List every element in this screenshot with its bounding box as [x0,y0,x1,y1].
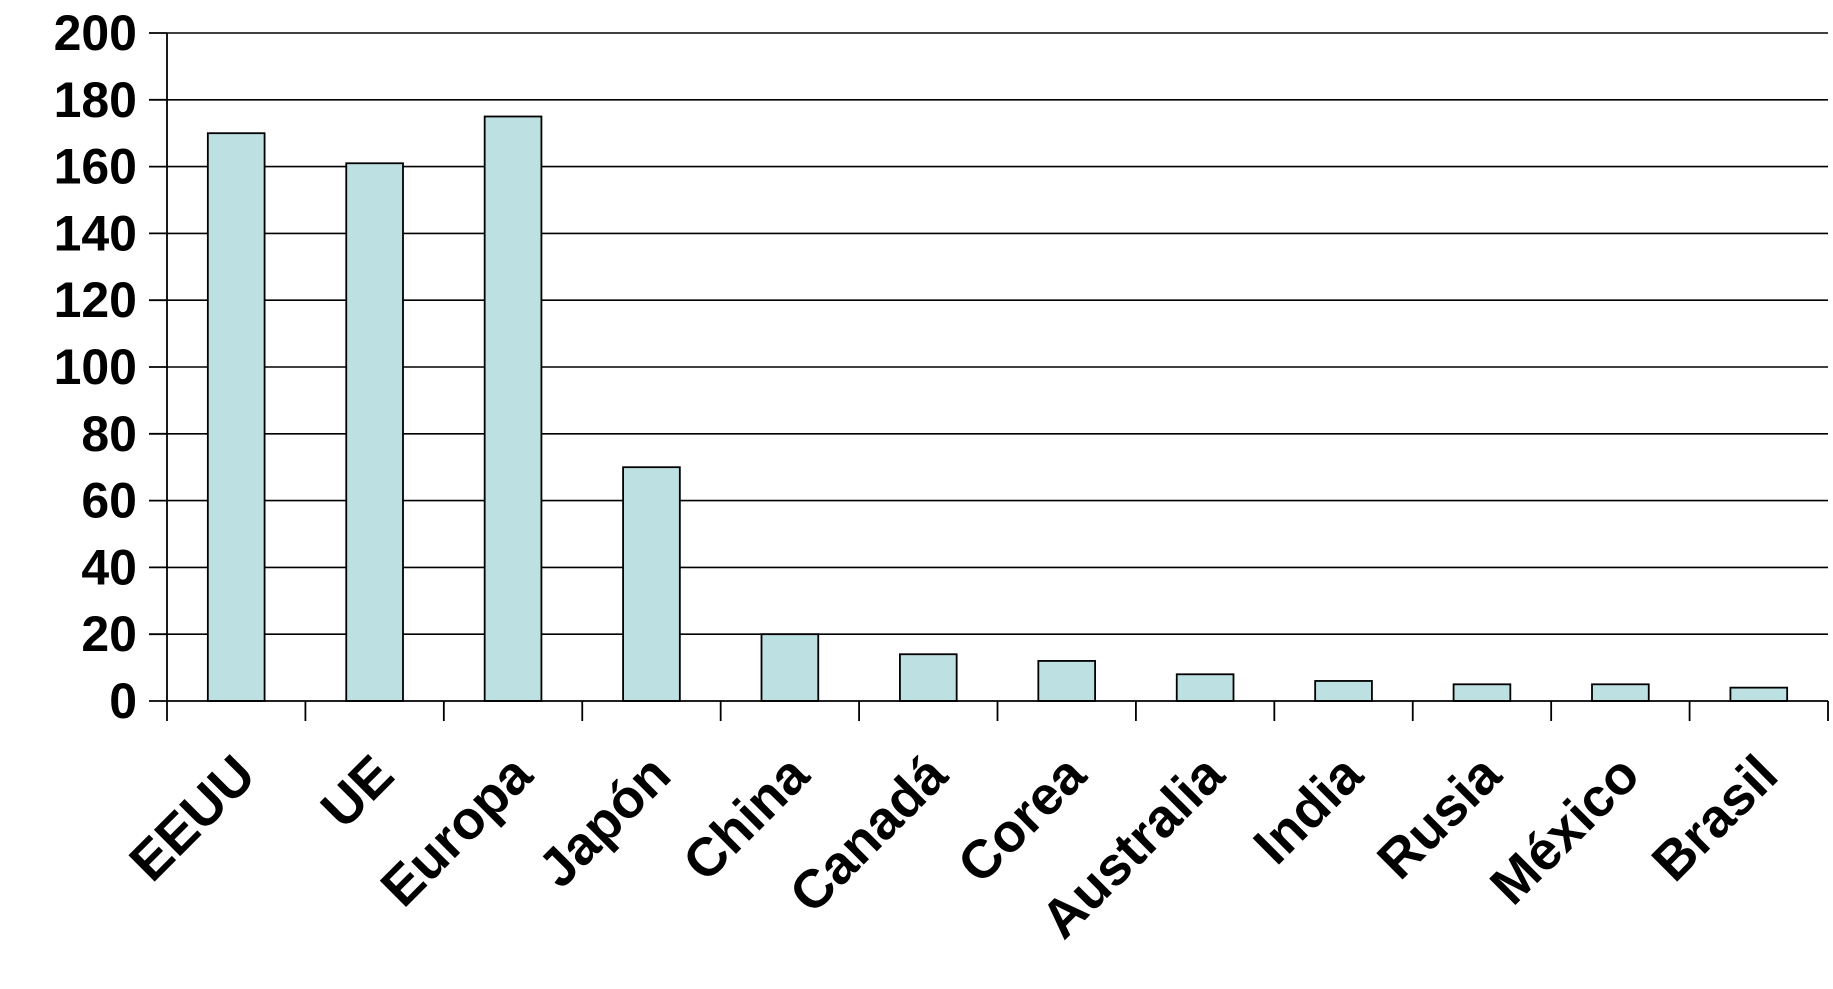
bar-australia [1175,673,1235,702]
bar-méxico [1591,683,1650,702]
y-tick-labels: 0 20 40 60 80 100 120 140 160 180 200 [54,5,137,729]
x-category-label: Brasil [1641,744,1790,893]
bar-eeuu [206,132,266,702]
x-category-label: México [1479,744,1651,916]
bar-europa [483,115,543,702]
y-tick-label: 80 [81,406,137,462]
bar-brasil [1729,686,1789,702]
y-tick-label: 60 [81,473,137,529]
y-tick-label: 140 [54,205,137,261]
bar-japón [622,466,681,702]
axes [149,32,1829,721]
bar-china [760,633,820,702]
gridlines [167,32,1828,636]
y-tick-label: 180 [54,72,137,128]
y-tick-label: 0 [109,673,137,729]
y-tick-label: 100 [54,339,137,395]
y-tick-label: 40 [81,539,137,595]
x-category-label: EEUU [118,744,267,893]
bars [206,115,1789,702]
y-tick-label: 200 [54,5,137,61]
x-category-label: Europa [370,743,545,918]
bar-rusia [1452,683,1512,702]
y-tick-label: 120 [54,272,137,328]
y-tick-label: 20 [81,606,137,662]
bar-corea [1037,660,1096,702]
y-tick-label: 160 [54,139,137,195]
bar-canadá [899,653,958,702]
x-category-label: Canadá [778,743,959,924]
x-category-label: Japón [527,744,682,899]
bar-ue [345,162,404,702]
x-category-label: UE [310,744,405,839]
x-category-label: India [1242,743,1374,875]
bar-india [1314,680,1373,702]
